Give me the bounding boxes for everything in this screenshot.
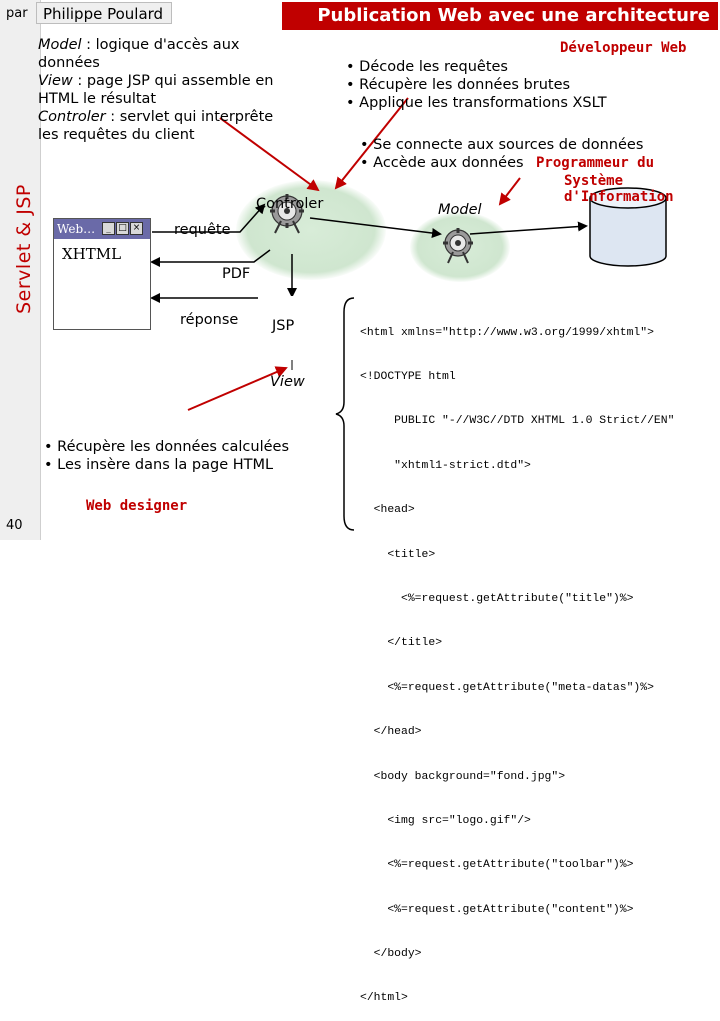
minimize-icon[interactable]: _	[102, 222, 115, 235]
web-designer-list: • Récupère les données calculées • Les i…	[44, 438, 289, 474]
code-line: "xhtml1-strict.dtd">	[360, 459, 531, 472]
par-label: par	[6, 6, 28, 21]
code-line: <head>	[360, 504, 415, 517]
pdf-label: PDF	[222, 266, 251, 282]
maximize-icon[interactable]: □	[116, 222, 129, 235]
code-line: <html xmlns="http://www.w3.org/1999/xhtm…	[360, 326, 654, 339]
list-item: • Récupère les données calculées	[44, 439, 290, 455]
model-label: Model	[438, 202, 482, 218]
jsp-label: JSP	[272, 318, 295, 334]
code-line: <title>	[360, 548, 436, 561]
close-icon[interactable]: ×	[130, 222, 143, 235]
model-term: Model	[38, 37, 82, 53]
browser-content: XHTML	[62, 245, 122, 263]
si-developer-role-line2: Système d'Information	[564, 173, 674, 205]
code-line: </title>	[360, 637, 443, 650]
list-item: • Applique les transformations XSLT	[346, 95, 607, 111]
browser-titlebar: Web… _ □ ×	[54, 219, 150, 239]
browser-window: Web… _ □ × XHTML	[53, 218, 151, 330]
code-line: <%=request.getAttribute("meta-datas")%>	[360, 681, 654, 694]
controler-desc: : servlet qui interprête les requêtes du…	[38, 109, 274, 143]
sidebar	[0, 0, 41, 540]
code-line: PUBLIC "-//W3C//DTD XHTML 1.0 Strict//EN…	[360, 415, 675, 428]
controler-gear-icon	[270, 194, 304, 234]
web-developer-list: • Décode les requêtes • Récupère les don…	[346, 58, 607, 112]
arrow-designer-to-view	[187, 366, 288, 411]
code-line: </body>	[360, 948, 422, 961]
reponse-label: réponse	[180, 312, 239, 328]
arrow-webdev-to-controler	[334, 97, 409, 190]
arrow-model-db	[469, 221, 588, 235]
list-item: • Accède aux données	[360, 155, 524, 171]
list-item: • Se connecte aux sources de données	[360, 137, 644, 153]
view-desc: : page JSP qui assemble en HTML le résul…	[38, 73, 274, 107]
jsp-code-block: <html xmlns="http://www.w3.org/1999/xhtm…	[360, 296, 712, 1021]
si-developer-list: • Se connecte aux sources de données • A…	[360, 136, 643, 172]
arrow-controler-model	[309, 217, 442, 238]
arrow-pdf	[150, 249, 271, 267]
web-developer-role: Développeur Web	[560, 40, 687, 56]
code-bracket	[335, 297, 355, 531]
diagram-arrows	[150, 97, 667, 531]
list-item: • Récupère les données brutes	[346, 77, 571, 93]
view-label: View	[270, 374, 305, 390]
arrow-requete	[152, 203, 266, 233]
jsp-box	[258, 296, 328, 360]
controler-label: Controler	[256, 196, 324, 212]
page-title: Publication Web avec une architecture MV…	[282, 2, 718, 54]
arrow-mvc-to-controler	[219, 117, 320, 192]
web-designer-role: Web designer	[86, 498, 188, 514]
page-number: 40	[6, 518, 23, 533]
model-gear-icon	[443, 228, 473, 264]
code-line: <body background="fond.jpg">	[360, 770, 566, 783]
author-name: Philippe Poulard	[36, 2, 172, 24]
mvc-definition: Model : logique d'accès aux données View…	[38, 36, 274, 170]
code-line: <%=request.getAttribute("title")%>	[360, 592, 634, 605]
code-line: <%=request.getAttribute("content")%>	[360, 903, 634, 916]
list-item: • Décode les requêtes	[346, 59, 508, 75]
controler-glow	[236, 180, 386, 280]
code-line: </head>	[360, 726, 422, 739]
code-line: </html>	[360, 992, 408, 1005]
view-term: View	[38, 73, 73, 89]
arrow-sidev-to-model	[498, 177, 521, 206]
browser-title: Web…	[57, 222, 96, 236]
code-line: <img src="logo.gif"/>	[360, 814, 531, 827]
si-developer-role-line1: Programmeur du	[536, 155, 655, 171]
model-desc: : logique d'accès aux données	[38, 37, 240, 71]
requete-label: requête	[174, 222, 231, 238]
database-icon	[589, 187, 667, 267]
list-item: • Les insère dans la page HTML	[44, 457, 274, 473]
code-line: <!DOCTYPE html	[360, 370, 456, 383]
controler-term: Controler	[38, 109, 106, 125]
code-line: <%=request.getAttribute("toolbar")%>	[360, 859, 634, 872]
